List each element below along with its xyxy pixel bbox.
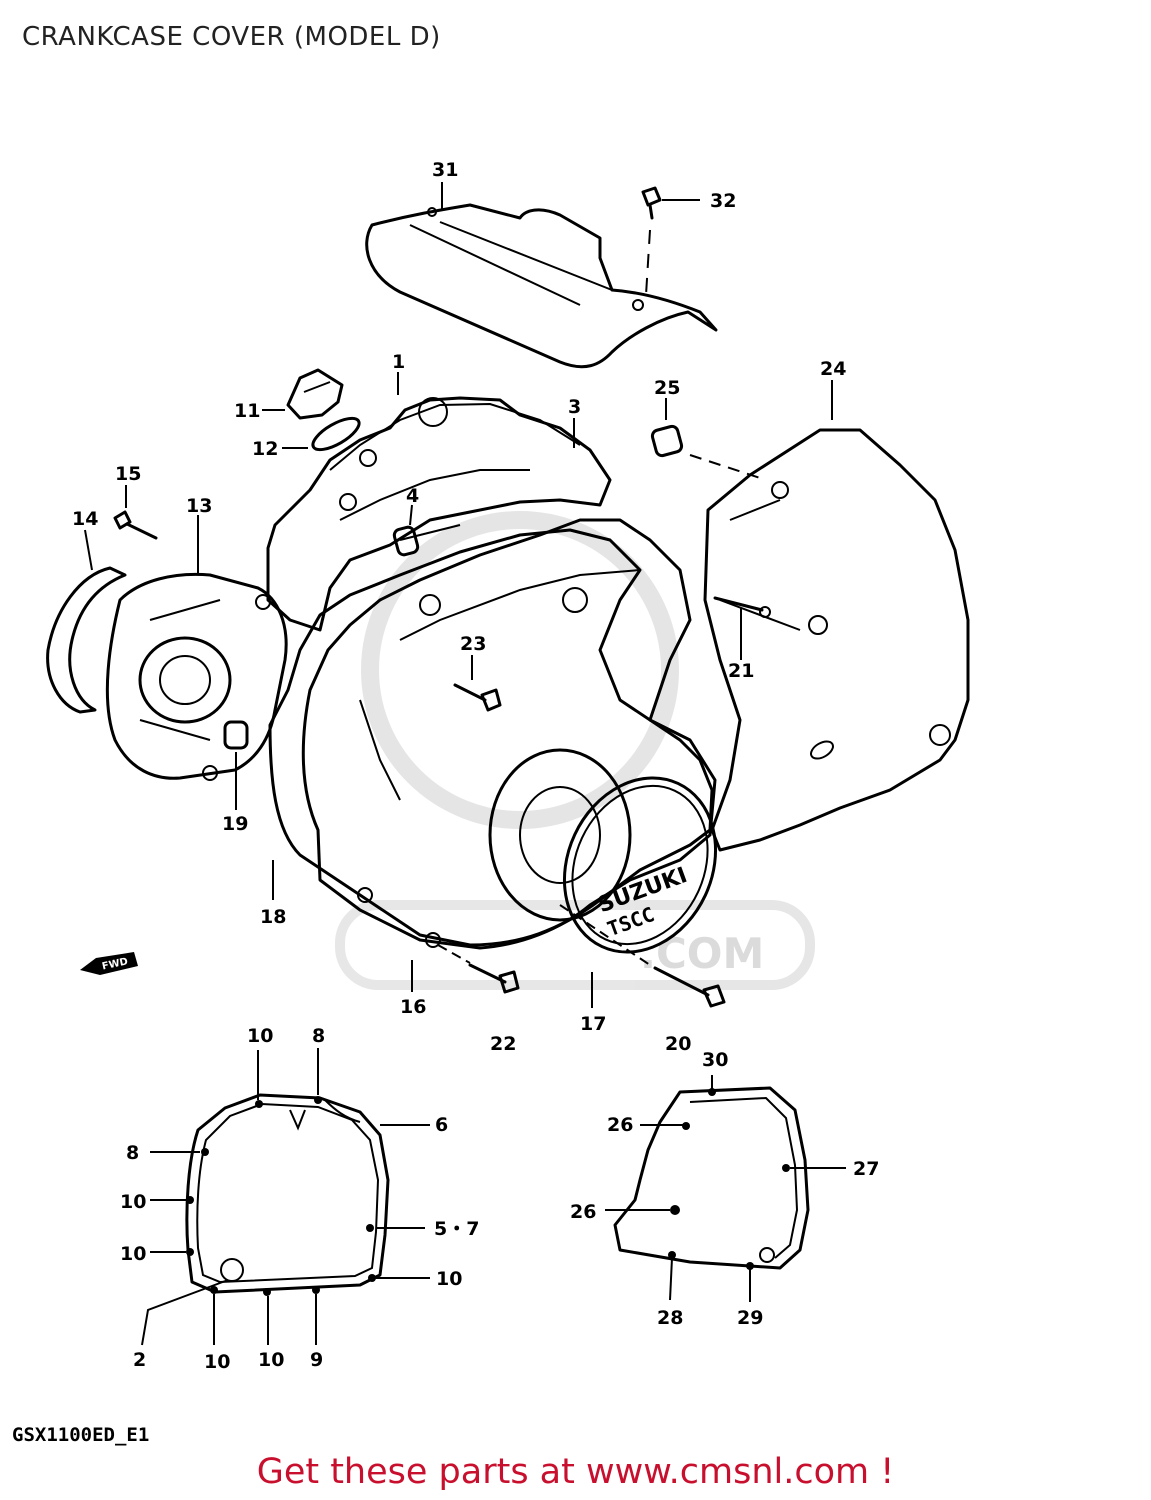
footer-link-text[interactable]: Get these parts at www.cmsnl.com ! bbox=[256, 1452, 895, 1492]
gasket-dots-right bbox=[668, 1088, 790, 1270]
callout-10-right: 10 bbox=[436, 1268, 462, 1290]
part-32-bolt bbox=[641, 186, 662, 296]
callout-16: 16 bbox=[400, 996, 426, 1018]
callout-13: 13 bbox=[186, 495, 212, 517]
callout-3: 3 bbox=[568, 396, 581, 418]
callout-32: 32 bbox=[710, 190, 736, 212]
callout-29: 29 bbox=[737, 1307, 763, 1329]
callout-10: 10 bbox=[247, 1025, 273, 1047]
callout-26-lower: 26 bbox=[570, 1201, 596, 1223]
callout-10-bottom-b: 10 bbox=[258, 1349, 284, 1371]
callout-4: 4 bbox=[406, 485, 419, 507]
leader-lines bbox=[84, 182, 846, 1346]
callout-27: 27 bbox=[853, 1158, 879, 1180]
part-20-bolt bbox=[559, 904, 726, 1008]
callout-17: 17 bbox=[580, 1013, 606, 1035]
lower-left-gasket bbox=[185, 1093, 390, 1296]
callout-22: 22 bbox=[490, 1033, 516, 1055]
part-19-dowel-pin bbox=[223, 720, 249, 750]
callout-11: 11 bbox=[234, 400, 260, 422]
callout-21: 21 bbox=[728, 660, 754, 682]
part-24-outer-cover bbox=[703, 428, 970, 852]
part-22-bolt bbox=[437, 944, 520, 994]
part-16-front-cover bbox=[301, 518, 717, 950]
callout-6: 6 bbox=[435, 1114, 448, 1136]
part-13-side-cover bbox=[105, 572, 288, 781]
callout-1: 1 bbox=[392, 351, 405, 373]
callout-19: 19 bbox=[222, 813, 248, 835]
lower-right-gasket bbox=[613, 1086, 810, 1270]
page-title: CRANKCASE COVER (MODEL D) bbox=[22, 22, 441, 52]
part-12-o-ring bbox=[311, 416, 361, 452]
part-25-dowel-pin bbox=[650, 424, 761, 479]
gasket-dots bbox=[186, 1096, 376, 1296]
callout-12: 12 bbox=[252, 438, 278, 460]
part-31-top-cover bbox=[365, 203, 718, 369]
callout-25: 25 bbox=[654, 377, 680, 399]
callout-10-bottom-a: 10 bbox=[204, 1351, 230, 1373]
part-15-bolt bbox=[113, 510, 158, 540]
model-code: GSX1100ED_E1 bbox=[12, 1424, 150, 1446]
callout-24: 24 bbox=[820, 358, 846, 380]
callout-15: 15 bbox=[115, 463, 141, 485]
part-11-filler-cap bbox=[286, 368, 344, 420]
part-1-crankcase-cover bbox=[266, 396, 612, 632]
callout-5-7: 5・7 bbox=[434, 1218, 479, 1240]
part-4-dowel-pin bbox=[392, 525, 420, 557]
fwd-arrow-icon: FWD bbox=[80, 952, 138, 975]
callout-28: 28 bbox=[657, 1307, 683, 1329]
callout-14: 14 bbox=[72, 508, 98, 530]
callout-8: 8 bbox=[312, 1025, 325, 1047]
part-14-gasket bbox=[46, 566, 127, 714]
callout-26-upper: 26 bbox=[607, 1114, 633, 1136]
part-23-bolt bbox=[453, 683, 502, 712]
callout-31: 31 bbox=[432, 159, 458, 181]
callout-10-left-upper: 10 bbox=[120, 1191, 146, 1213]
callout-8-left: 8 bbox=[126, 1142, 139, 1164]
callout-30: 30 bbox=[702, 1049, 728, 1071]
fwd-label: FWD bbox=[101, 956, 129, 972]
callout-9: 9 bbox=[310, 1349, 323, 1371]
callout-20: 20 bbox=[665, 1033, 691, 1055]
callout-18: 18 bbox=[260, 906, 286, 928]
callout-10-left-lower: 10 bbox=[120, 1243, 146, 1265]
callout-2: 2 bbox=[133, 1349, 146, 1371]
part-21-bolt bbox=[713, 596, 771, 618]
callout-23: 23 bbox=[460, 633, 486, 655]
callout-labels: 31 32 1 3 24 25 11 12 15 14 13 4 23 21 1… bbox=[72, 159, 879, 1373]
